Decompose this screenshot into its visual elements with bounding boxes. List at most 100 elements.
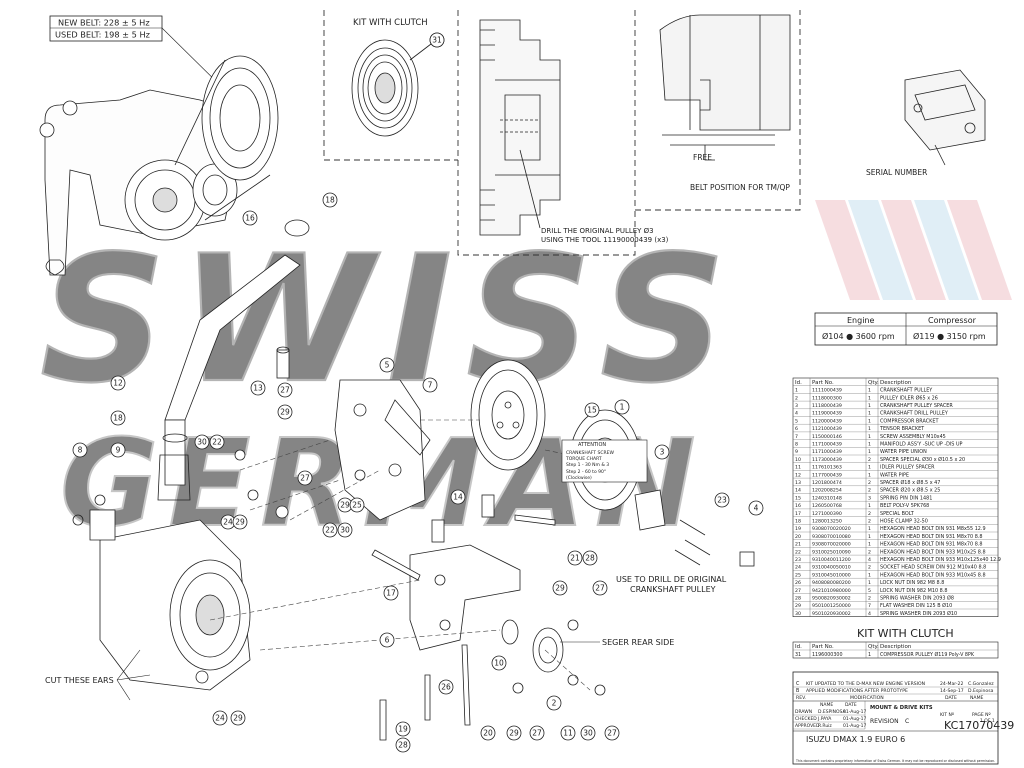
bom-cell: 13 (795, 480, 801, 486)
callout-number: 7 (428, 381, 433, 390)
bom-cell: 1 (868, 418, 871, 424)
bom-cell: 18 (795, 519, 801, 525)
callout: 4 (748, 500, 764, 516)
bom-cell: 30 (795, 611, 801, 617)
callout: 27 (592, 580, 608, 596)
bom-cell: 1 (868, 403, 871, 409)
bom-cell: HEXAGON HEAD BOLT DIN 933 M10x25 8.8 (880, 549, 986, 555)
callout-number: 28 (585, 554, 595, 563)
callout: 31 (429, 32, 445, 48)
bom-cell: 3 (795, 403, 798, 409)
water-pipe (157, 219, 310, 501)
callout: 20 (480, 725, 496, 741)
callout: 2 (546, 695, 562, 711)
use-to-drill-2: CRANKSHAFT PULLEY (630, 585, 716, 594)
rev-name: C.Gonzalez (968, 681, 994, 687)
bom-cell: 9308070020000 (812, 542, 851, 548)
bom-cell: HEXAGON HEAD BOLT DIN 931 M8x70 8.8 (880, 542, 982, 548)
bom-cell: BELT POLY-V 5PK768 (880, 503, 929, 509)
date-header: DATE (845, 702, 857, 708)
callout-number: 28 (398, 741, 408, 750)
page-label: PAGE Nº (972, 712, 991, 718)
bom-cell: 2 (868, 549, 871, 555)
bom-cell: 19 (795, 526, 801, 532)
callout-number: 29 (280, 408, 290, 417)
kit-with-clutch-label: KIT WITH CLUTCH (353, 18, 428, 28)
callout: 7 (422, 377, 438, 393)
bom-cell: 9500820930002 (812, 596, 851, 602)
bom-header: Id. (795, 380, 802, 386)
kwc-header: Id. (795, 644, 802, 650)
bom-cell: 2 (868, 565, 871, 571)
sign-name: D.ESPINOSA (818, 709, 846, 715)
tensor-bracket (409, 494, 564, 673)
pulley-section-view: DRILL THE ORIGINAL PULLEY Ø3 USING THE T… (479, 19, 669, 244)
bom-cell: 29 (795, 603, 801, 609)
callout: 6 (379, 632, 395, 648)
bom-cell: 21 (795, 542, 801, 548)
kwc-cell: 1 (868, 652, 871, 658)
callout-number: 25 (352, 501, 362, 510)
callout-number: 8 (78, 446, 83, 455)
bom-cell: 1 (795, 388, 798, 394)
bom-cell: 9408080080200 (812, 580, 851, 586)
kwc-header: Description (880, 644, 912, 650)
callout: 29 (506, 725, 522, 741)
callout-number: 19 (398, 725, 408, 734)
bom-cell: 14 (795, 488, 801, 494)
callout: 30 (580, 725, 596, 741)
sign-date: 01-Aug-17 (843, 723, 867, 729)
bom-cell: CRANKSHAFT PULLEY SPACER (880, 403, 953, 409)
serial-plate: SERIAL NUMBER (866, 69, 986, 177)
bom-cell: HEXAGON HEAD BOLT DIN 933 M10x125x40 12.… (880, 557, 1001, 563)
callout: 30 (337, 522, 353, 538)
callout: 14 (450, 489, 466, 505)
footer-note: This document contains proprietary infor… (795, 759, 995, 763)
bom-cell: HOSE CLAMP 32-50 (880, 519, 928, 525)
callout: 26 (438, 679, 454, 695)
bom-cell: 4 (868, 557, 871, 563)
callout-number: 3 (660, 448, 665, 457)
drawing-notes: USE TO DRILL DE ORIGINAL CRANKSHAFT PULL… (45, 575, 727, 701)
callout-number: 20 (483, 729, 493, 738)
bom-cell: 5 (868, 588, 871, 594)
bom-cell: 1 (868, 426, 871, 432)
callout: 28 (582, 550, 598, 566)
bom-cell: 9308070020020 (812, 526, 851, 532)
bom-cell: 2 (868, 511, 871, 517)
rev-date: 24-Mar-22 (940, 681, 963, 687)
callout: 23 (714, 492, 730, 508)
speed-compressor: Ø119 ● 3150 rpm (913, 331, 986, 341)
bom-cell: 1 (868, 542, 871, 548)
bom-cell: 9 (795, 449, 798, 455)
rev-mod: APPLIED MODIFICATIONS AFTER PROTOTYPE (806, 688, 908, 694)
callout-number: 31 (432, 36, 442, 45)
callout: 29 (230, 710, 246, 726)
vehicle-name: ISUZU DMAX 1.9 EURO 6 (806, 735, 905, 744)
bom-cell: 2 (868, 457, 871, 463)
bom-cell: 1 (868, 572, 871, 578)
bom-cell: 1119000439 (812, 411, 842, 417)
bom-cell: 2 (868, 480, 871, 486)
attention-line-1: CRANKSHAFT SCREW (566, 450, 614, 456)
callout: 17 (383, 585, 399, 601)
bom-cell: SPACER Ø18 x Ø8.5 x 47 (880, 479, 940, 486)
callout-number: 24 (223, 518, 233, 527)
watermark-line1: SWISS (40, 219, 740, 422)
callout: 30 (194, 434, 210, 450)
callout-number: 2 (552, 699, 557, 708)
callout-number: 18 (113, 414, 123, 423)
bom-cell: 11 (795, 465, 801, 471)
sign-label: DRAWN (795, 709, 812, 715)
sign-label: APPROVED (795, 723, 820, 729)
bom-header: Part No. (812, 380, 834, 386)
bom-cell: 9501001250000 (812, 603, 851, 609)
serial-number-label: SERIAL NUMBER (866, 168, 927, 177)
callout: 21 (567, 550, 583, 566)
rev-letter: C (796, 681, 800, 687)
cut-these-ears: CUT THESE EARS (45, 676, 114, 685)
bom-cell: SPECIAL BOLT (880, 511, 914, 517)
